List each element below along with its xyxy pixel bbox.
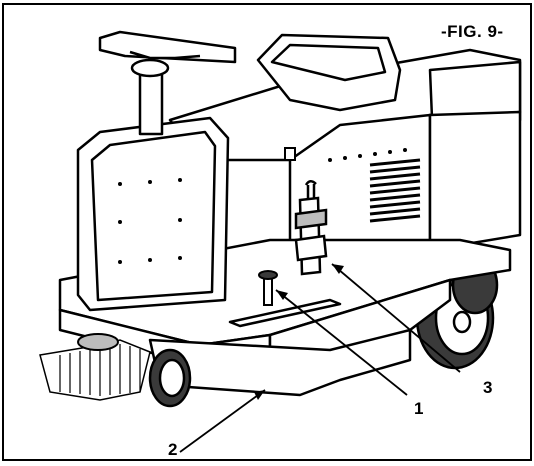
figure-title: -FIG. 9- bbox=[441, 22, 504, 41]
leader-lines bbox=[179, 263, 461, 453]
arrow-heads bbox=[254, 264, 344, 400]
shaker-lever bbox=[258, 270, 278, 306]
side-brush bbox=[39, 333, 151, 401]
seat bbox=[76, 116, 230, 312]
callout-2: 2 bbox=[168, 440, 178, 459]
callout-1: 1 bbox=[414, 399, 424, 418]
machine-body bbox=[168, 33, 522, 277]
figure-border bbox=[2, 3, 532, 461]
connector-panel bbox=[284, 147, 296, 161]
callout-3: 3 bbox=[483, 378, 493, 397]
front-wheel bbox=[148, 348, 192, 408]
latch-hook bbox=[294, 180, 328, 276]
steering-wheel bbox=[98, 30, 237, 136]
